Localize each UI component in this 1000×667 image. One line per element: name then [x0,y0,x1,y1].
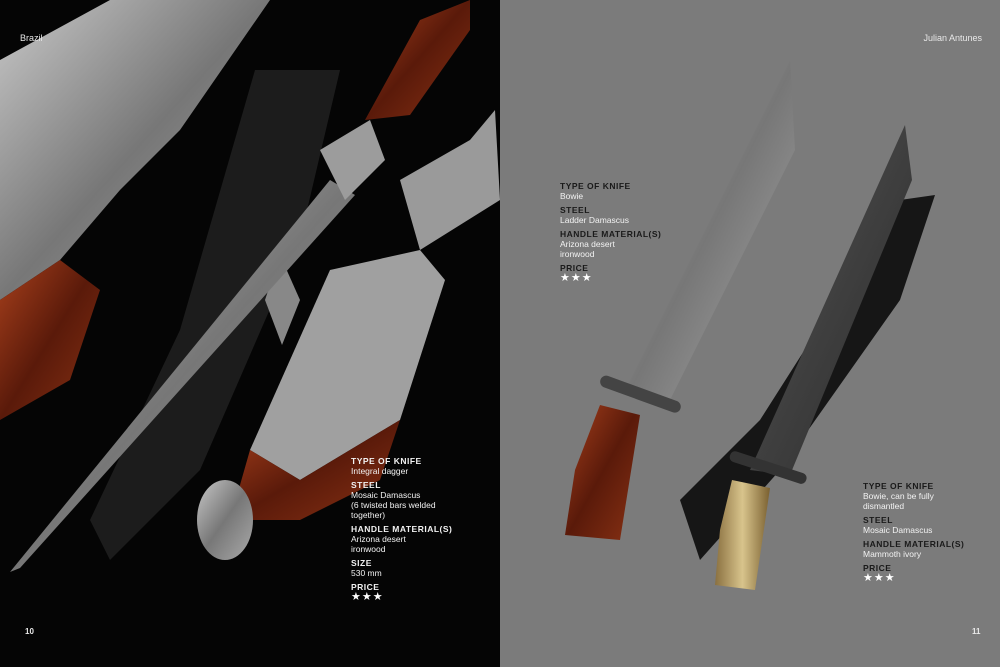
steel-label: STEEL [351,480,381,490]
size-value: 530 mm [351,568,382,578]
steel-value: Mosaic Damascus [351,490,421,500]
page-number-right: 11 [972,627,981,636]
handle-label: HANDLE MATERIAL(S) [863,539,965,549]
price-stars: ★★★ [560,272,593,284]
price-label: PRICE [560,263,589,273]
steel-value: Mosaic Damascus [863,525,933,535]
dagger-left-top [0,0,270,420]
type-label: TYPE OF KNIFE [863,481,934,491]
handle-value: Arizona desert [560,239,615,249]
steel-value: (6 twisted bars welded [351,500,436,510]
page-number-left: 10 [25,627,34,636]
bowie-knife [565,60,795,540]
handle-value: ironwood [351,544,386,554]
type-value: Integral dagger [351,466,409,476]
steel-value: together) [351,510,386,520]
price-label: PRICE [863,563,892,573]
type-value: Bowie, can be fully [863,491,934,501]
steel-label: STEEL [863,515,893,525]
chapter-header-maker: Julian Antunes [923,33,982,43]
type-value: dismantled [863,501,905,511]
spec-block-bowie: TYPE OF KNIFE Bowie STEEL Ladder Damascu… [560,181,662,284]
steel-label: STEEL [560,205,590,215]
price-label: PRICE [351,582,380,592]
price-stars: ★★★ [351,591,384,603]
steel-value: Ladder Damascus [560,215,629,225]
handle-value: Arizona desert [351,534,406,544]
integral-dagger [10,0,470,572]
dagger-handle-foreground [197,110,500,560]
type-label: TYPE OF KNIFE [560,181,631,191]
type-label: TYPE OF KNIFE [351,456,422,466]
handle-label: HANDLE MATERIAL(S) [351,524,453,534]
price-stars: ★★★ [863,572,896,584]
spec-block-dagger: TYPE OF KNIFE Integral dagger STEEL Mosa… [351,456,453,603]
type-value: Bowie [560,191,584,201]
mosaic-bowie-knife [715,125,912,590]
chapter-header-country: Brazil [20,33,43,43]
spec-block-mosaic-bowie: TYPE OF KNIFE Bowie, can be fully disman… [863,481,965,584]
size-label: SIZE [351,558,372,568]
handle-value: Mammoth ivory [863,549,922,559]
handle-label: HANDLE MATERIAL(S) [560,229,662,239]
handle-value: ironwood [560,249,595,259]
